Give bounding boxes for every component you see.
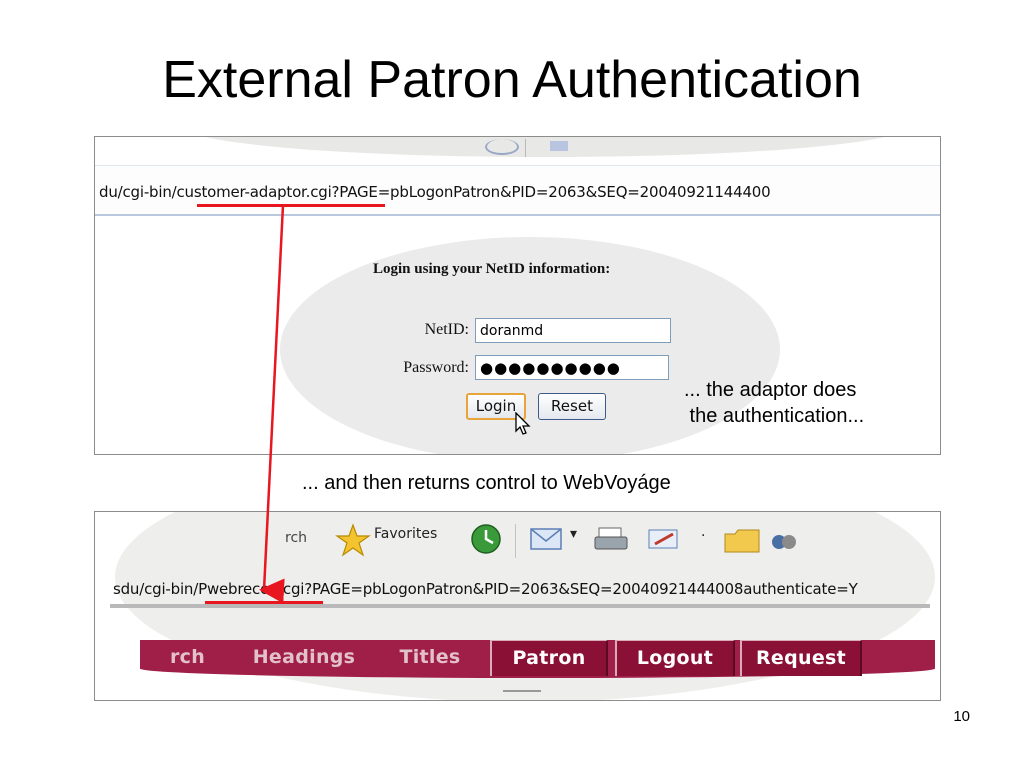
scroll-indicator[interactable] (503, 690, 541, 692)
password-field[interactable]: ●●●●●●●●●● (475, 355, 669, 380)
browser-toolbar (185, 137, 905, 157)
back-icon (485, 139, 519, 155)
tab-patron[interactable]: Patron (490, 640, 608, 676)
webvoyage-nav-bar: rch Headings Titles Patron Logout Reques… (140, 640, 935, 678)
mail-icon (550, 141, 568, 151)
address-url[interactable]: du/cgi-bin/customer-adaptor.cgi?PAGE=pbL… (99, 183, 771, 201)
search-toolbar-label[interactable]: rch (285, 530, 308, 546)
netid-field[interactable]: doranmd (475, 318, 671, 343)
edit-icon[interactable] (647, 526, 683, 554)
tab-logout[interactable]: Logout (615, 640, 735, 676)
messenger-icon[interactable] (769, 530, 799, 552)
adaptor-login-screenshot: du/cgi-bin/customer-adaptor.cgi?PAGE=pbL… (94, 136, 941, 455)
slide-title: External Patron Authentication (162, 51, 862, 109)
address-bar-border (110, 604, 930, 608)
reset-button[interactable]: Reset (538, 393, 606, 420)
toolbar-separator (525, 139, 526, 157)
adaptor-annotation: ... the adaptor does the authentication.… (684, 379, 865, 427)
favorites-label[interactable]: Favorites (374, 526, 438, 542)
url-highlight-underline (197, 204, 385, 207)
login-button[interactable]: Login (466, 393, 526, 420)
address-url[interactable]: sdu/cgi-bin/Pwebrecon.cgi?PAGE=pbLogonPa… (113, 580, 858, 598)
tab-titles[interactable]: Titles (399, 646, 461, 668)
history-icon[interactable] (469, 522, 503, 556)
mail-dropdown-icon[interactable]: ▾ (570, 526, 578, 542)
print-icon[interactable] (593, 524, 629, 556)
toolbar-separator (515, 524, 516, 558)
mail-icon[interactable] (529, 524, 565, 554)
tab-request[interactable]: Request (740, 640, 862, 676)
return-control-annotation: ... and then returns control to WebVoyág… (302, 472, 671, 494)
password-label: Password: (403, 359, 469, 376)
tab-search[interactable]: rch (169, 646, 206, 668)
mouse-pointer-icon (515, 412, 531, 435)
login-heading: Login using your NetID information: (373, 261, 611, 277)
webvoyage-screenshot: rch Favorites ▾ · sdu/cgi-bin/Pwebrecon.… (94, 511, 941, 701)
tab-headings[interactable]: Headings (252, 646, 356, 668)
page-number: 10 (953, 708, 970, 725)
toolbar-dot-icon: · (701, 528, 706, 544)
login-panel-background (280, 237, 780, 454)
folder-icon[interactable] (723, 528, 761, 554)
netid-label: NetID: (424, 321, 469, 338)
favorites-star-icon[interactable] (335, 522, 371, 558)
address-bar[interactable] (95, 165, 940, 216)
